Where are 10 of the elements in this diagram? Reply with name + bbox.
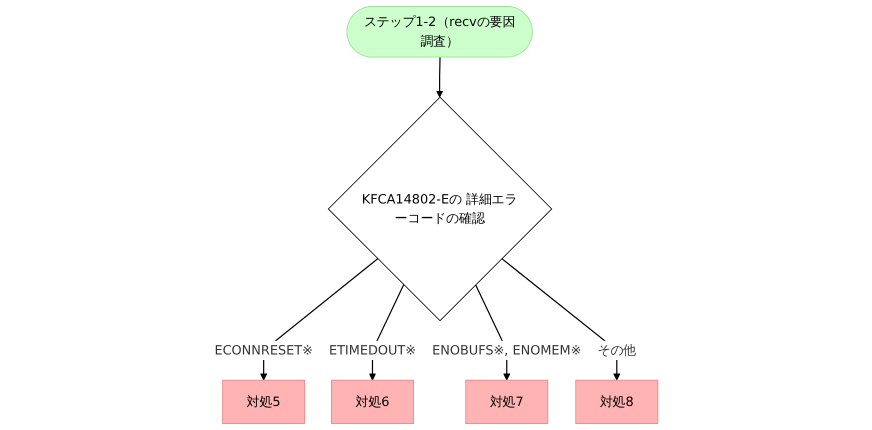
node-box: 対処6 — [330, 380, 414, 424]
arrow — [436, 57, 443, 98]
edge-label: その他 — [597, 342, 636, 358]
node-box: 対処8 — [575, 380, 658, 424]
node-diamond: KFCA14802-Eの 詳細エラーコードの確認 — [328, 96, 552, 322]
edge-label: ETIMEDOUT※ — [328, 342, 416, 358]
node-box: 対処5 — [222, 380, 305, 424]
edge-label: ECONNRESET※ — [214, 342, 313, 358]
edge-label: ENOBUFS※, ENOMEM※ — [432, 342, 582, 358]
node-box: 対処7 — [465, 380, 548, 424]
